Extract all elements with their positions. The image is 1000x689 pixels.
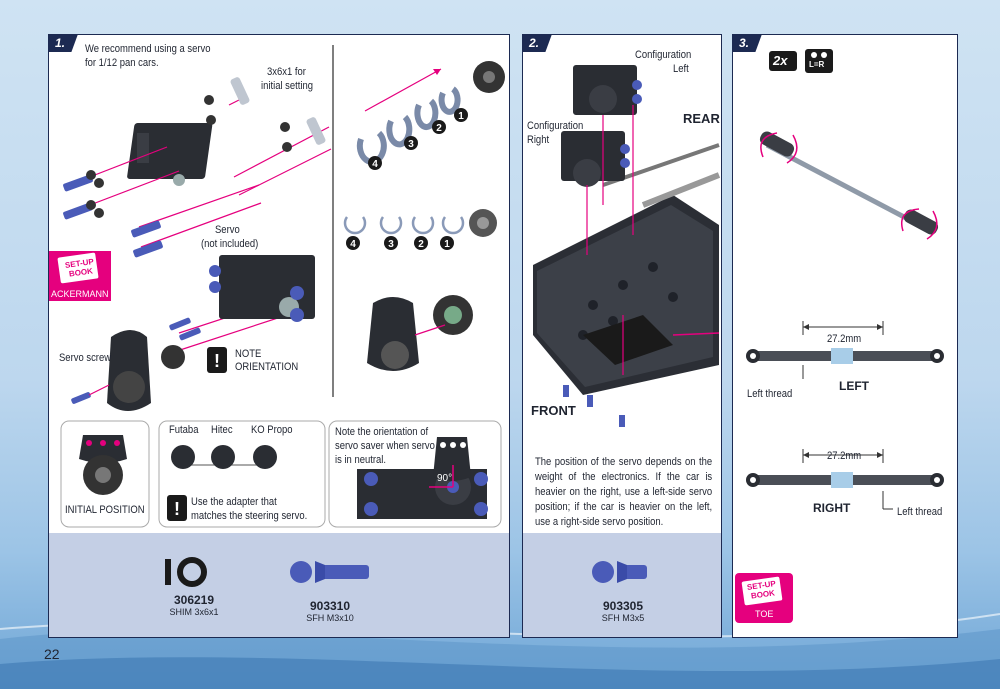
horn-adapter-icon (473, 61, 505, 93)
screw-icon (63, 174, 163, 258)
step-1-tab: 1. (48, 34, 78, 52)
orientation-note-line3: is in neutral. (335, 454, 387, 466)
dim-2: 27.2mm (827, 450, 862, 462)
seq-2-bottom: 2 (418, 239, 424, 250)
seq-4-bottom: 4 (350, 239, 356, 250)
part-903310-desc: SFH M3x10 (306, 613, 354, 623)
toe-badge-label: TOE (755, 609, 774, 619)
screw-part-icon (290, 561, 369, 583)
brand-hitec: Hitec (211, 424, 233, 436)
shim-note-line1: 3x6x1 for (267, 66, 306, 78)
shim-note-line2: initial setting (261, 80, 314, 92)
setup-badge-label: ACKERMANN (51, 289, 109, 299)
step-2-description: The position of the servo depends on the… (535, 456, 713, 528)
part-903310-number: 903310 (309, 599, 351, 613)
config-right-line2: Right (527, 134, 550, 146)
config-left-line1: Configuration (635, 49, 692, 61)
servo-saver-icon (367, 295, 473, 371)
right-label: RIGHT (813, 501, 851, 515)
setup-book-badge (49, 251, 111, 301)
rod-left-icon (746, 321, 944, 379)
servo-screw-label: Servo screw (59, 352, 112, 364)
step-1-illustration: ! ! (49, 45, 505, 587)
step-1-panel: 1. (48, 34, 510, 638)
rod-right-icon (746, 449, 944, 510)
adapter-note-line2: matches the steering servo. (191, 510, 308, 522)
left-thread-1: Left thread (747, 388, 793, 400)
part-903305-desc: SFH M3x5 (601, 613, 645, 623)
servo-label-line2: (not included) (201, 238, 259, 250)
servo-right-config-icon (561, 131, 630, 187)
config-right-line1: Configuration (527, 120, 584, 132)
rear-label: REAR (683, 111, 720, 126)
orientation-note-line1: Note the orientation of (335, 426, 429, 438)
brand-ko-propo: KO Propo (251, 424, 293, 436)
note-line2: ORIENTATION (235, 361, 299, 373)
servo-left-config-icon (573, 65, 642, 115)
adapter-note-line1: Use the adapter that (191, 496, 277, 508)
seq-3-bottom: 3 (388, 239, 394, 250)
step-1-parts-band (49, 533, 509, 637)
initial-position-label: INITIAL POSITION (65, 504, 145, 516)
sequence-numbers: 4 3 2 1 4 3 2 1 (346, 108, 468, 250)
step-3-panel: 3. (732, 34, 958, 638)
front-label: FRONT (531, 403, 576, 418)
servo-label-line1: Servo (215, 224, 240, 236)
turnbuckle-icon (759, 131, 939, 240)
lr-badge: L=R (809, 60, 825, 69)
step-2-panel: 2. (522, 34, 722, 638)
brand-futaba: Futaba (169, 424, 199, 436)
dim-1: 27.2mm (827, 333, 862, 345)
left-label: LEFT (839, 379, 869, 393)
step-2-parts-band (523, 533, 721, 637)
seq-2-top: 2 (436, 123, 442, 134)
seq-3-top: 3 (408, 139, 414, 150)
angle-label: 90° (437, 473, 453, 484)
left-thread-2: Left thread (897, 506, 943, 518)
step-2-illustration (533, 65, 721, 583)
config-left-line2: Left (673, 63, 689, 75)
step-3-illustration (735, 49, 944, 623)
page-number: 22 (44, 646, 60, 662)
step-1-intro: We recommend using a servo for 1/12 pan … (85, 43, 211, 70)
svg-text:!: ! (174, 499, 180, 519)
shim-part-icon (165, 557, 207, 587)
setup-book-badge (735, 573, 793, 623)
seq-4-top: 4 (372, 159, 378, 170)
note-line1: NOTE (235, 348, 262, 360)
step-2-tab: 2. (522, 34, 552, 52)
svg-text:!: ! (214, 351, 220, 371)
qty-badge: 2x (773, 53, 788, 68)
seq-1-bottom: 1 (444, 239, 450, 250)
screw-part-icon (592, 561, 647, 583)
orientation-note-line2: servo saver when servo (335, 440, 435, 452)
step-3-tab: 3. (732, 34, 762, 52)
part-903305-number: 903305 (602, 599, 644, 613)
warning-icon: ! ! (167, 347, 227, 521)
part-306219-desc: SHIM 3x6x1 (169, 607, 219, 617)
part-306219-number: 306219 (173, 593, 215, 607)
seq-1-top: 1 (458, 111, 464, 122)
